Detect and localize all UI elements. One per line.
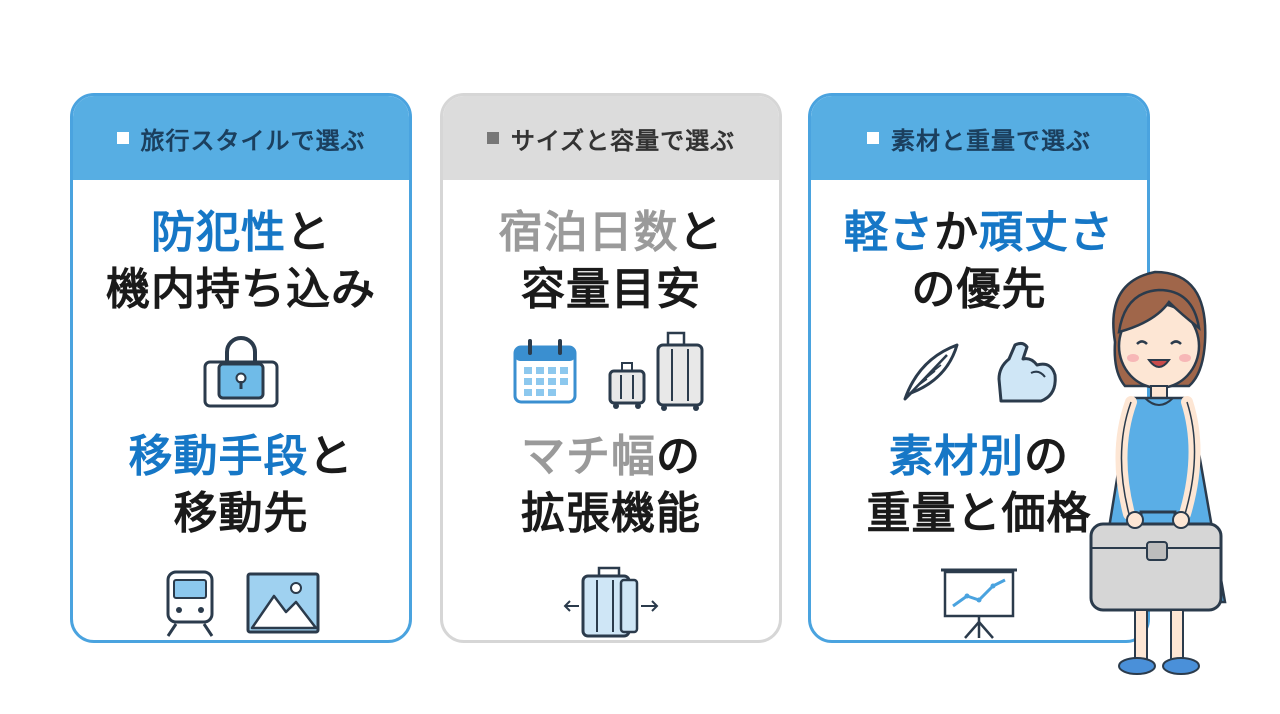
headline-line2: 容量目安 [521,264,701,315]
train-icon [162,570,218,638]
flexed-arm-icon [991,339,1061,405]
headline-transport: 移動手段と 移動先 [73,428,409,542]
card-header: 旅行スタイルで選ぶ [73,96,409,182]
headline-accent: 防犯性 [151,207,286,258]
bullet-square-icon [867,132,879,144]
card-header: サイズと容量で選ぶ [443,96,779,182]
headline-line2: 拡張機能 [521,488,701,539]
padlock-icon [201,332,281,412]
headline-line2: 重量と価格 [866,488,1092,539]
headline-particle: と [308,431,354,482]
card-size-capacity: サイズと容量で選ぶ 宿泊日数と 容量目安 [440,93,782,643]
card-travel-style: 旅行スタイルで選ぶ 防犯性と 機内持ち込み 移動手段と 移動先 [70,93,412,643]
feather-icon [897,339,963,405]
headline-particle: の [1024,431,1069,482]
card-header-label: 素材と重量で選ぶ [891,126,1091,155]
headline-security: 防犯性と 機内持ち込み [73,204,409,318]
headline-particle: の [656,431,701,482]
headline-line2: 移動先 [173,488,309,539]
card-header-label: 旅行スタイルで選ぶ [140,126,366,155]
headline-accent: マチ幅 [521,431,656,482]
headline-particle: と [286,207,331,258]
bullet-square-icon [486,132,499,144]
headline-accent: 宿泊日数 [498,207,679,258]
headline-accent: 頑丈さ [979,207,1114,258]
mountain-picture-icon [246,572,320,636]
headline-particle: と [678,207,724,258]
headline-accent: 移動手段 [128,431,309,482]
headline-material: 素材別の 重量と価格 [811,428,1147,542]
card-header-label: サイズと容量で選ぶ [510,126,736,155]
headline-line2: の優先 [911,264,1047,315]
expandable-suitcase-icon [561,566,661,640]
calendar-icon [512,339,578,405]
headline-accent: 軽さ [844,207,934,258]
woman-with-suitcase-illustration [1085,262,1235,686]
headline-particle: か [934,207,979,258]
suitcases-icon [606,331,710,413]
headline-accent: 素材別 [889,431,1024,482]
presentation-chart-icon [937,566,1021,640]
headline-nights: 宿泊日数と 容量目安 [443,204,779,318]
headline-line2: 機内持ち込み [106,264,376,315]
bullet-square-icon [116,132,129,144]
headline-lightness: 軽さか頑丈さ の優先 [811,204,1147,318]
headline-width: マチ幅の 拡張機能 [443,428,779,542]
card-header: 素材と重量で選ぶ [811,96,1147,182]
